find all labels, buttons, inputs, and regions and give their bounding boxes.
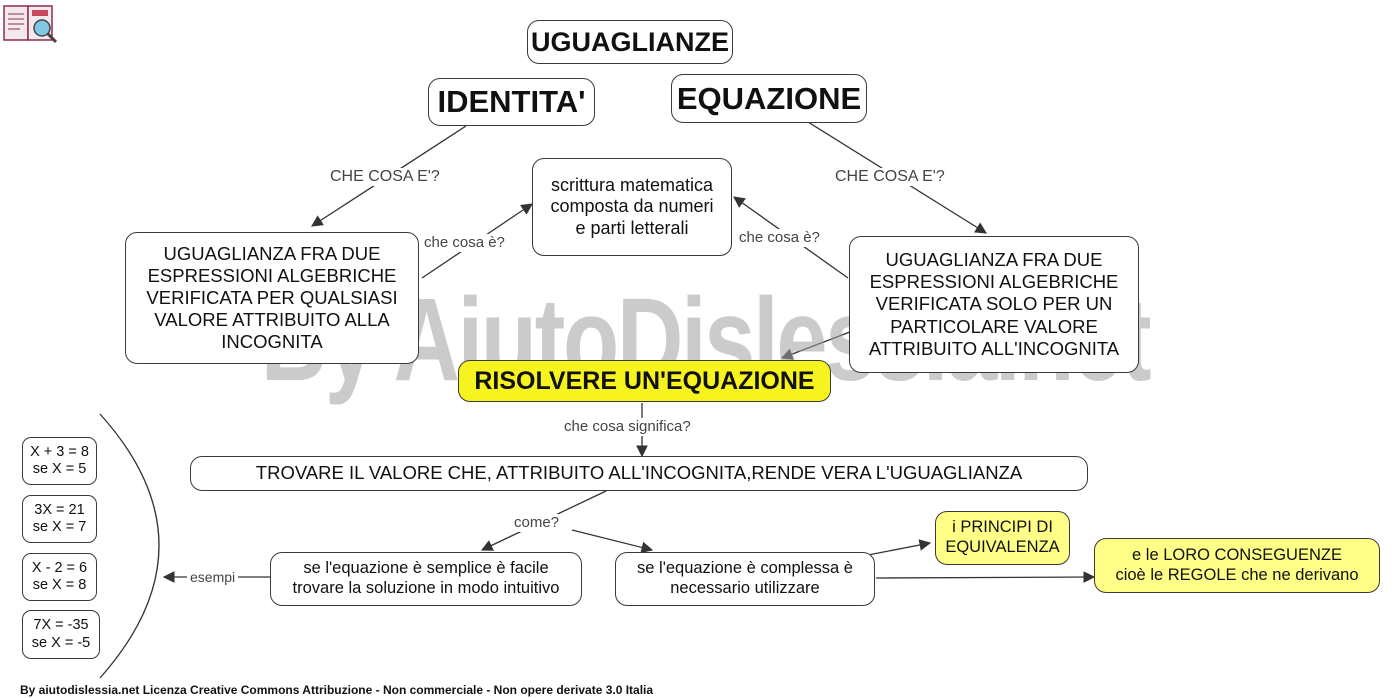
def-equazione-node: UGUAGLIANZA FRA DUE ESPRESSIONI ALGEBRIC… [849,236,1139,373]
scrittura-node: scrittura matematica composta da numeri … [532,158,732,256]
label-che-cosa-e-right: CHE COSA E'? [832,168,948,186]
def-identita-node: UGUAGLIANZA FRA DUE ESPRESSIONI ALGEBRIC… [125,232,419,364]
label-che-cosa-e-left: CHE COSA E'? [327,168,443,186]
label-esempi: esempi [187,568,239,586]
equazione-node: EQUAZIONE [671,74,867,123]
example-3: X - 2 = 6 se X = 8 [22,553,97,601]
label-che-cosa-significa: che cosa significa? [561,418,694,436]
label-come: come? [511,514,563,532]
example-2: 3X = 21 se X = 7 [22,495,97,543]
example-4: 7X = -35 se X = -5 [22,610,100,659]
example-1: X + 3 = 8 se X = 5 [22,437,97,485]
identita-node: IDENTITA' [428,78,595,126]
license-footer: By aiutodislessia.net Licenza Creative C… [20,683,654,697]
complessa-node: se l'equazione è complessa è necessario … [615,552,875,606]
label-che-cosa-e-small-right: che cosa è? [736,229,823,247]
label-che-cosa-e-small-left: che cosa è? [421,234,508,252]
book-logo-icon [2,2,58,44]
conseguenze-node: e le LORO CONSEGUENZE cioè le REGOLE che… [1094,538,1380,593]
risolvere-node: RISOLVERE UN'EQUAZIONE [458,360,831,402]
trovare-node: TROVARE IL VALORE CHE, ATTRIBUITO ALL'IN… [190,456,1088,491]
semplice-node: se l'equazione è semplice è facile trova… [270,552,582,606]
principi-node: i PRINCIPI DI EQUIVALENZA [935,511,1070,565]
title-node: UGUAGLIANZE [527,20,733,64]
